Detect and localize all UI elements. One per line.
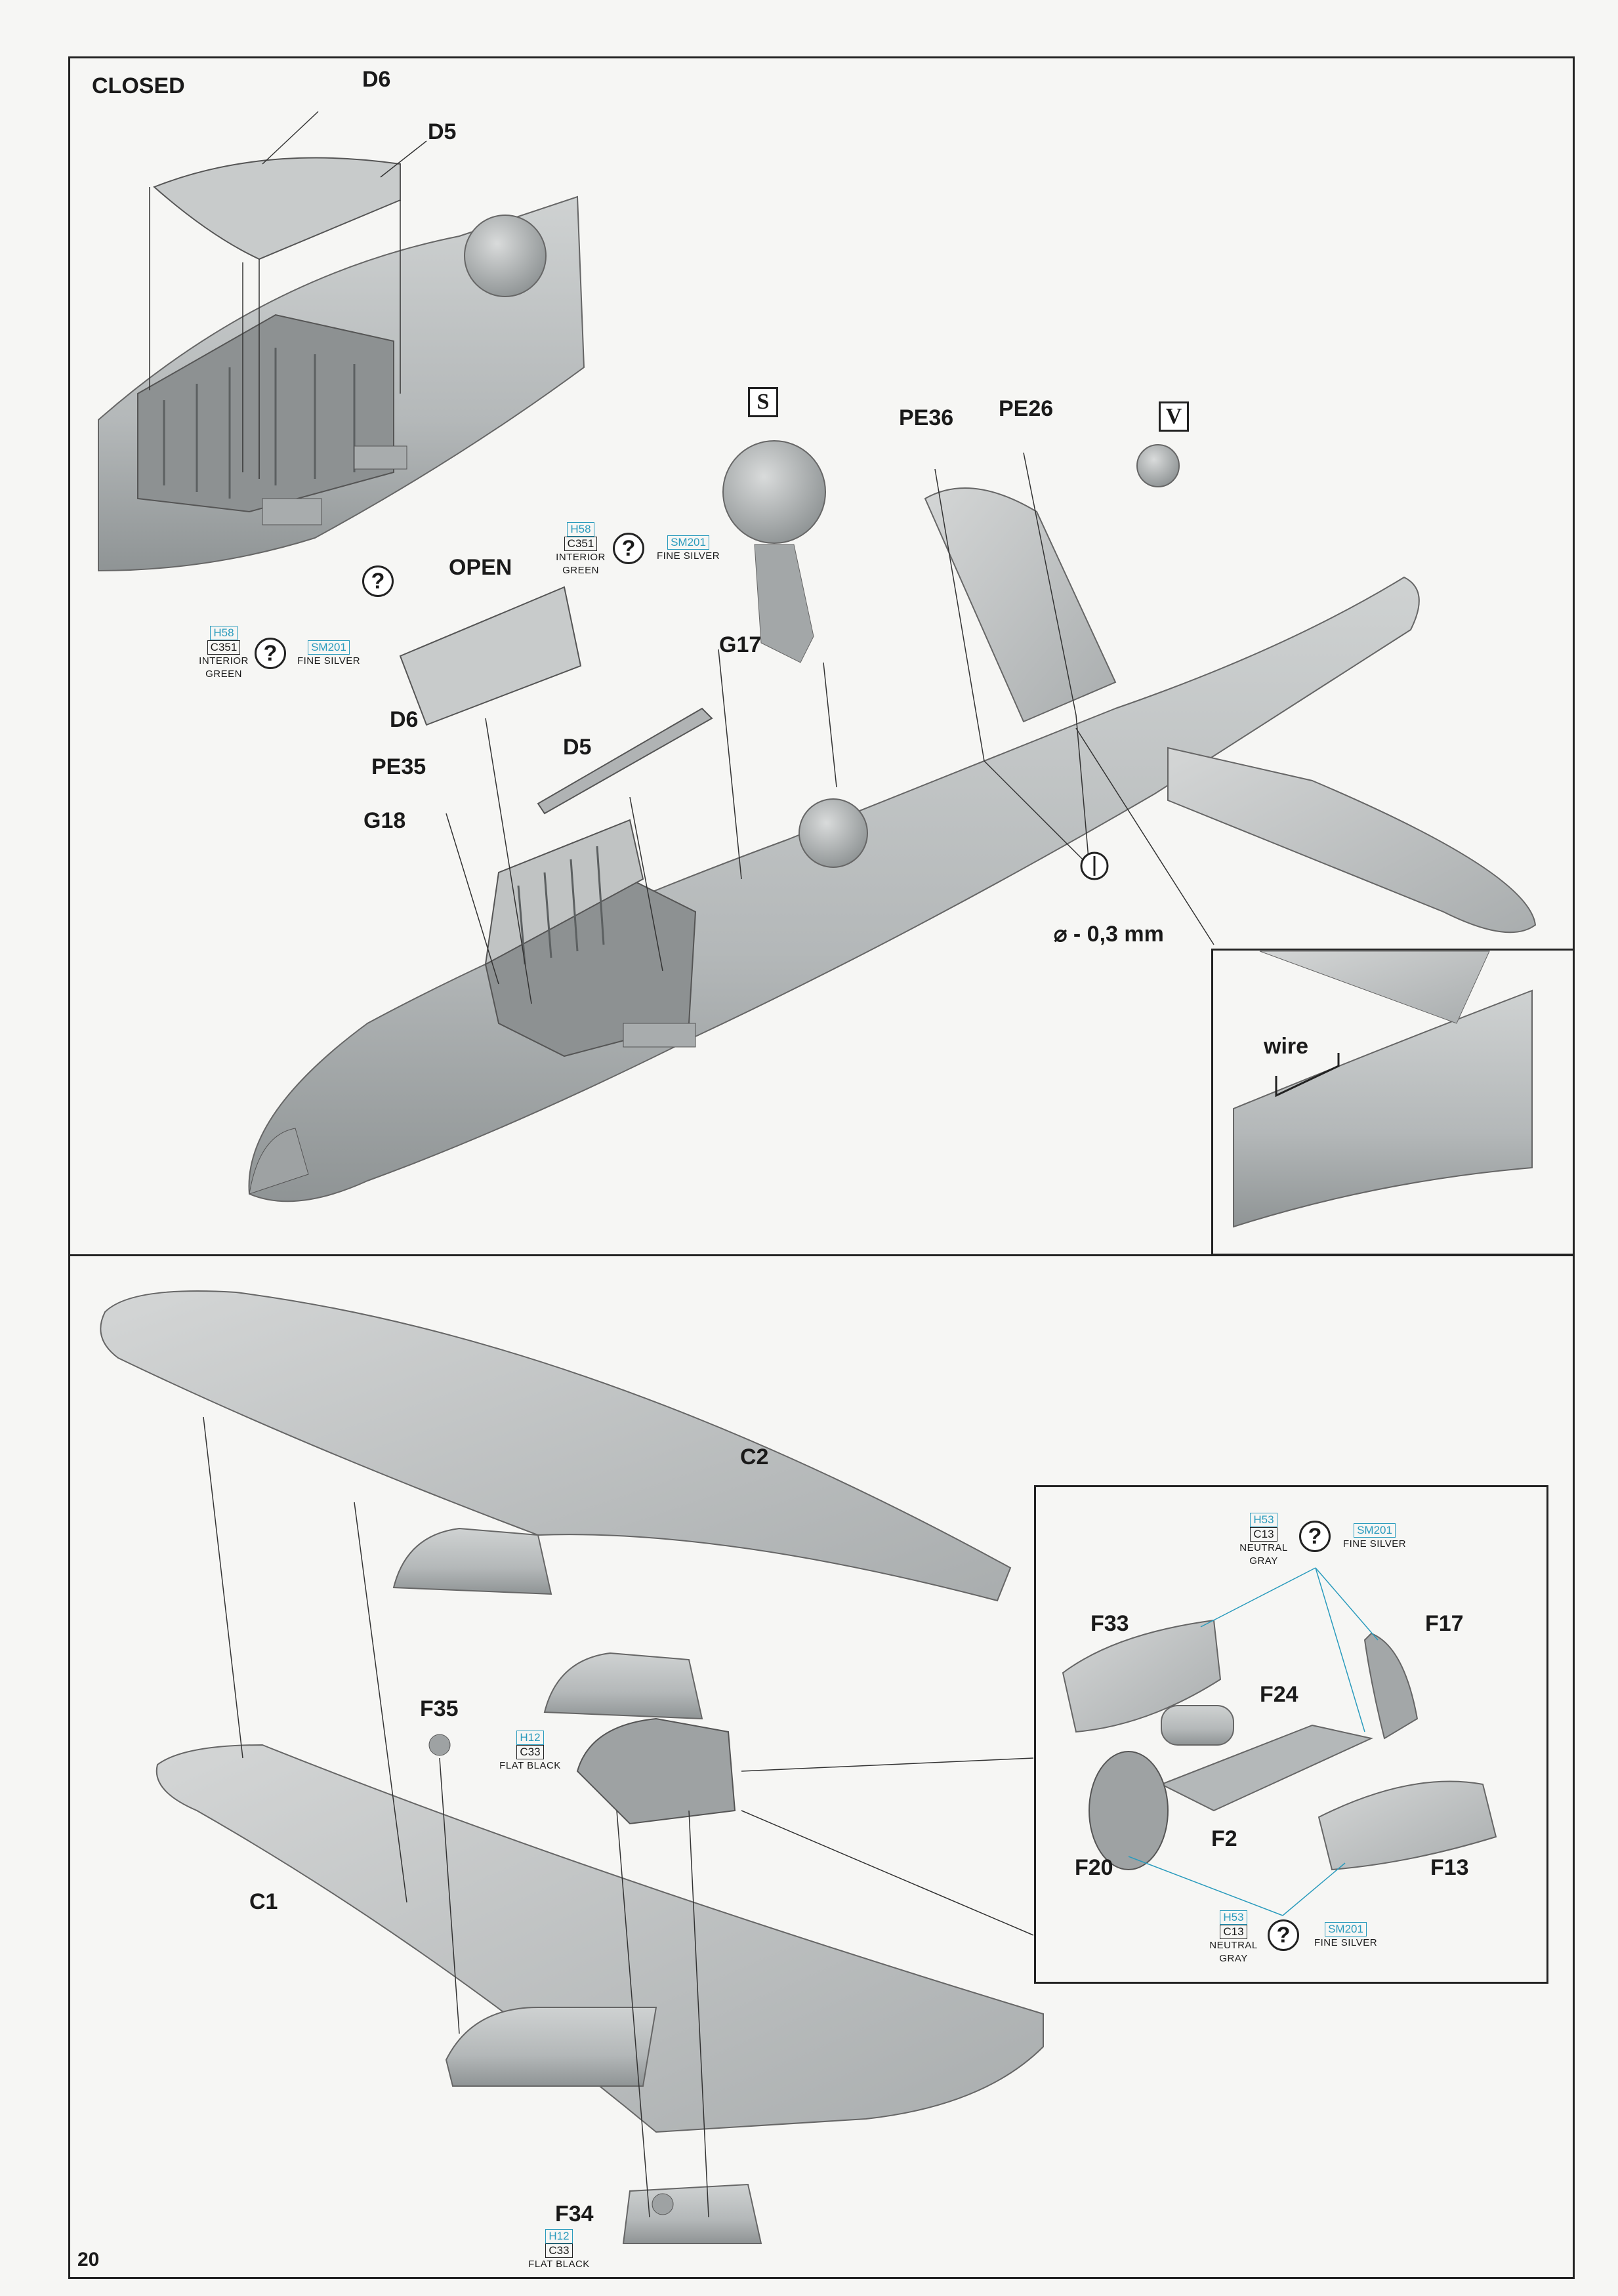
engine-inset <box>1034 1485 1548 1984</box>
part-f24-shape <box>1161 1705 1234 1746</box>
ref-box-v: V <box>1159 401 1189 432</box>
paint-callout-center: H58 C351 INTERIOR GREEN <box>556 522 606 576</box>
closed-label: CLOSED <box>92 73 185 98</box>
part-label-c2: C2 <box>740 1445 769 1469</box>
paint-callout-inset-top: H53 C13 NEUTRAL GRAY <box>1239 1513 1288 1567</box>
part-label-f20: F20 <box>1075 1855 1113 1880</box>
part-label-pe35: PE35 <box>371 754 426 779</box>
paint-icon-inset-bottom: ? <box>1268 1919 1299 1951</box>
paint-callout-left: H58 C351 INTERIOR GREEN <box>199 626 249 680</box>
nacelle-upper-2 <box>543 1652 703 1720</box>
nacelle-lower-2 <box>622 2183 762 2244</box>
sm-callout-inset-top: SM201 FINE SILVER <box>1342 1523 1407 1549</box>
turret-v <box>1136 444 1180 487</box>
part-label-f2: F2 <box>1211 1826 1237 1851</box>
open-label: OPEN <box>449 555 512 580</box>
turret-s <box>722 440 826 544</box>
part-label-g18: G18 <box>363 808 406 833</box>
part-label-pe26: PE26 <box>999 396 1054 421</box>
part-label-d6-closed: D6 <box>362 67 391 92</box>
part-f20-shape <box>1089 1751 1169 1870</box>
open-door-d6 <box>399 586 582 726</box>
section-divider <box>68 1254 1575 1256</box>
wing-c1 <box>156 1744 1044 2133</box>
part-label-f34: F34 <box>555 2202 594 2226</box>
wire-line <box>1275 1053 1340 1097</box>
inset-parts <box>1062 1619 1497 1871</box>
part-f33-shape <box>1062 1619 1222 1733</box>
wire-inset-tail <box>1259 951 1490 1024</box>
turret-s-mount <box>754 544 814 663</box>
wire-label: wire <box>1264 1034 1309 1059</box>
tail-left <box>924 487 1117 723</box>
ref-box-s: S <box>748 387 778 417</box>
part-label-f17: F17 <box>1425 1611 1464 1636</box>
page-number: 20 <box>77 2249 100 2270</box>
tail-right <box>1167 747 1537 933</box>
paint-icon-inset-top: ? <box>1299 1521 1331 1552</box>
paint-callout-f35: H12 C33 FLAT BLACK <box>499 1731 561 1771</box>
part-f2-shape <box>1159 1724 1374 1812</box>
paint-callout-inset-bottom: H53 C13 NEUTRAL GRAY <box>1209 1910 1258 1964</box>
drill-note: ⌀ - 0,3 mm <box>1054 922 1164 947</box>
sm-callout-inset-bottom: SM201 FINE SILVER <box>1314 1922 1378 1948</box>
part-label-f33: F33 <box>1090 1611 1129 1636</box>
sm-callout-center: SM201 FINE SILVER <box>656 535 720 562</box>
sm-callout-left: SM201 FINE SILVER <box>297 640 361 666</box>
part-label-d6: D6 <box>390 707 419 732</box>
part-label-c1: C1 <box>249 1889 278 1914</box>
paint-icon-center: ? <box>613 533 644 564</box>
part-f34-shape <box>652 2193 674 2215</box>
part-f17-shape <box>1363 1632 1419 1740</box>
nacelle-lower-1 <box>445 2007 657 2087</box>
optional-icon: ? <box>362 565 394 597</box>
part-f13-shape <box>1317 1780 1497 1871</box>
part-f35-shape <box>428 1734 451 1756</box>
open-door-d5 <box>537 707 713 815</box>
main-fuselage <box>248 576 1420 1202</box>
closed-fuselage-section <box>98 195 585 572</box>
nacelle-upper-1 <box>392 1527 552 1595</box>
paint-callout-f34: H12 C33 FLAT BLACK <box>528 2229 590 2270</box>
part-label-f24: F24 <box>1260 1682 1298 1707</box>
part-label-pe36: PE36 <box>899 405 954 430</box>
part-label-g17: G17 <box>719 632 762 657</box>
part-label-f35: F35 <box>420 1696 459 1721</box>
closed-door-d6 <box>153 157 401 260</box>
wing-c2 <box>100 1290 1012 1602</box>
part-label-d5-closed: D5 <box>428 119 457 144</box>
cowling <box>576 1717 736 1825</box>
part-label-f13: F13 <box>1430 1855 1469 1880</box>
wire-inset <box>1211 949 1575 1256</box>
part-label-d5: D5 <box>563 735 592 760</box>
paint-icon-left: ? <box>255 638 286 669</box>
